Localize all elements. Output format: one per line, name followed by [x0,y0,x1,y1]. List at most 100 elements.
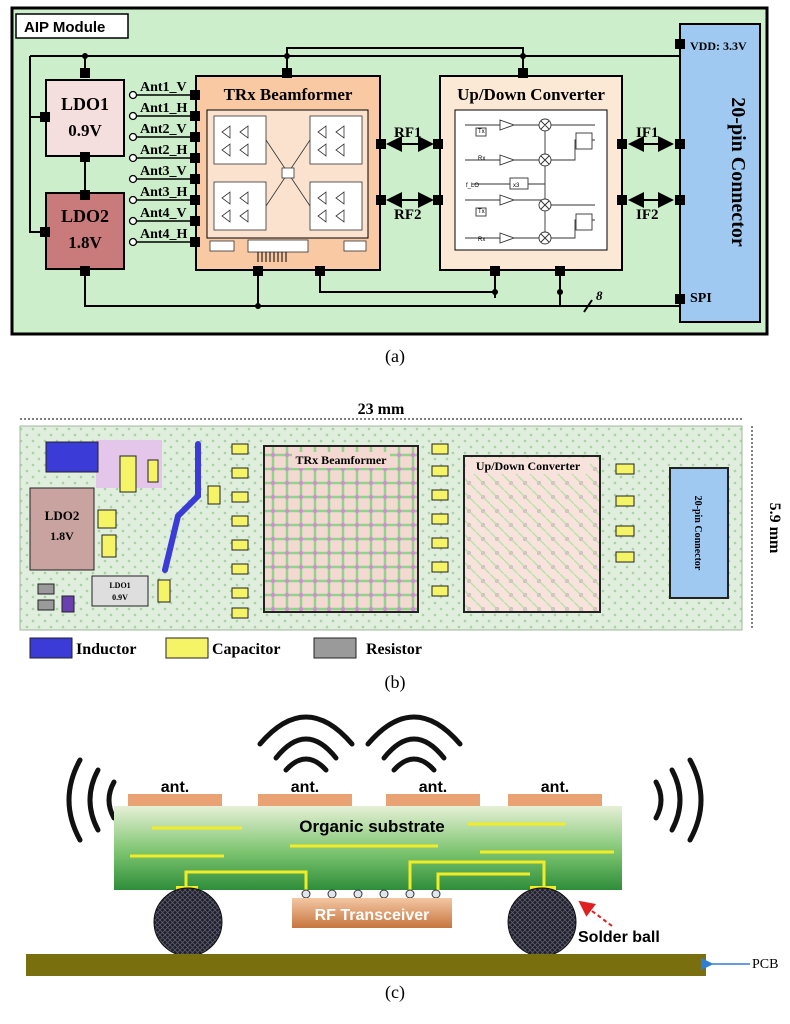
ldo2-block [45,192,125,270]
vdd-label: VDD: 3.3V [690,39,747,53]
panel-a-block-diagram: AIP Module 8 LDO1 0.9V LDO2 1.8V [10,6,769,367]
converter-die-title-bg [466,458,590,474]
solder-ball-label: Solder ball [578,929,660,946]
antenna-label: Ant1_V [140,80,187,95]
antenna-port: Ant4_H [128,227,195,247]
aip-module-frame [10,6,769,336]
antenna-pad-label: ant. [419,779,447,796]
capacitor-component [101,534,117,558]
pin-squares [40,39,685,304]
rf-transceiver-die [292,898,452,928]
inductor-trace [162,441,201,573]
organic-substrate [114,806,622,890]
rf-transceiver-label: RF Transceiver [315,907,430,924]
if2-label: IF2 [636,207,659,223]
antenna-port: Ant1_V [128,80,195,100]
lo-label: f_LO [466,183,479,189]
antenna-port: Ant4_V [128,206,195,226]
antenna-label: Ant3_V [140,164,187,179]
antenna-pad-label: ant. [541,779,569,796]
legend-label-capacitor: Capacitor [212,641,280,658]
legend-swatch-inductor [29,637,73,659]
bus-width-label: 8 [596,288,603,303]
connector-footprint [669,467,729,599]
antenna-label: Ant3_H [140,185,188,200]
caption-a: (a) [385,346,405,367]
beamformer-die-label: TRx Beamformer [296,453,388,467]
antenna-label: Ant4_H [140,227,188,242]
connector-20pin-block [679,23,761,323]
module-label: AIP Module [24,19,105,36]
converter-die-label: Up/Down Converter [476,459,581,473]
height-dimension-label: 5.9 mm [766,503,783,554]
capacitor-column-left [231,443,249,619]
capacitor-column-right [615,463,635,563]
beamformer-pins [257,252,287,262]
antenna-label: Ant4_V [140,206,187,221]
antenna-port: Ant3_H [128,185,195,205]
resistor-component [37,583,55,595]
radiation-waves [66,714,704,843]
ldo2-footprint-voltage: 1.8V [50,529,74,543]
capacitor-component [97,509,117,529]
panel-b-layout: 23 mm 5.9 mm LDO2 1.8V LDO1 0.9V [19,401,783,693]
flip-chip-bumps [301,889,441,899]
inductor-large [45,441,99,473]
ldo1-block [45,79,125,157]
interconnect-traces [184,860,546,890]
capacitor-component [119,455,137,493]
multiplier-label: x3 [513,183,520,189]
antenna-pad [258,794,352,806]
tx-label-1: Tx [478,129,485,135]
substrate-label: Organic substrate [299,817,445,836]
beamformer-die-title-bg [292,452,390,468]
rf2-label: RF2 [394,207,422,223]
rf1-label: RF1 [394,125,422,141]
width-dimension-label: 23 mm [358,401,405,418]
substrate-traces [130,822,614,858]
rx-label-2: Rx [478,237,485,243]
connector-footprint-label: 20-pin Connector [692,496,703,571]
solder-ball-pointer [578,900,613,927]
solder-ball [507,887,577,957]
legend-swatch-capacitor [165,637,209,659]
solder-ball [153,887,223,957]
module-label-box [15,13,129,39]
spi-label: SPI [690,291,712,306]
converter-die [463,455,601,613]
beamformer-channels [213,115,363,231]
pcb-board [26,954,706,976]
capacitor-component [147,459,159,483]
component-legend: Inductor Capacitor Resistor [29,637,422,659]
antenna-label: Ant2_H [140,143,188,158]
antenna-pad [128,794,222,806]
legend-swatch-resistor [313,637,357,659]
antenna-pad-label: ant. [161,779,189,796]
panel-c-cross-section: ant. ant. ant. ant. Organic substrate [26,714,778,1003]
ldo1-footprint-name: LDO1 [109,581,130,590]
capacitor-component [207,485,221,505]
antenna-port: Ant2_H [128,143,195,163]
ldo2-voltage: 1.8V [68,233,102,252]
antenna-label: Ant1_H [140,101,188,116]
connector-20pin-label: 20-pin Connector [727,97,749,247]
antenna-pads: ant. ant. ant. ant. [128,779,602,806]
junction-dots [82,53,563,309]
antenna-pad [508,794,602,806]
caption-b: (b) [385,672,406,693]
ldo1-footprint-voltage: 0.9V [112,593,128,602]
beamformer-die [263,445,419,613]
antenna-port: Ant2_V [128,122,195,142]
caption-c: (c) [385,982,405,1003]
legend-label-resistor: Resistor [366,641,422,658]
if1-label: IF1 [636,125,659,141]
pcb-label: PCB [752,957,778,972]
inductor-small [61,595,75,613]
antenna-port: Ant3_V [128,164,195,184]
antenna-port: Ant1_H [128,101,195,121]
legend-label-inductor: Inductor [76,641,136,658]
converter-schematic [465,118,595,245]
antenna-label: Ant2_V [140,122,187,137]
ldo2-footprint-name: LDO2 [45,508,80,523]
